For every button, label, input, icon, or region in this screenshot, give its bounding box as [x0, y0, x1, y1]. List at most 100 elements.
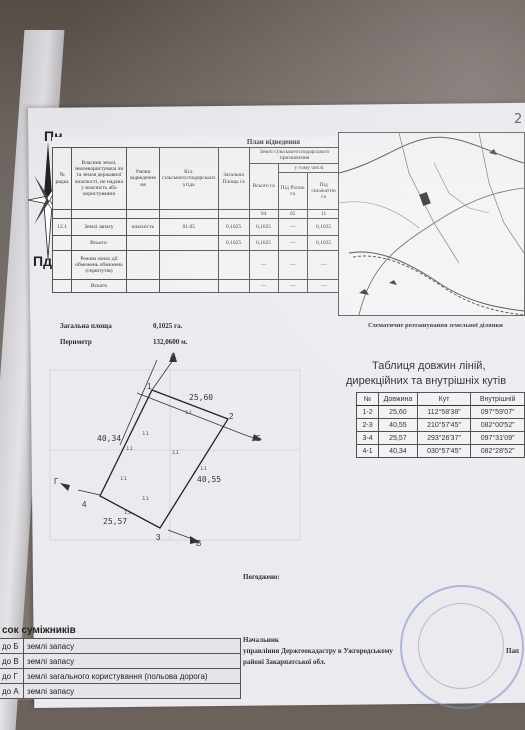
plan-row-name: Всього:: [71, 235, 127, 252]
coord-header: Внутрішній: [470, 392, 525, 406]
plan-row-all: 0,1025: [248, 235, 279, 252]
plan-header-kind: Власник землі, землекористувача чи та зе…: [71, 147, 127, 210]
side-length-1-2: 25,60: [189, 393, 214, 402]
coord-cell: 1-2: [355, 405, 380, 419]
neighbor-owner: землі загального користування (польова д…: [23, 668, 241, 684]
plan-row-ownership: [126, 235, 160, 252]
coord-header: Кут: [416, 392, 472, 406]
direction-letter-b: Б: [256, 434, 262, 443]
coord-cell: 4-1: [355, 444, 380, 458]
plan-header-all-area: Всього га: [248, 162, 279, 210]
plan-row-area: 0,1025: [217, 218, 250, 237]
plan-row-name: Всього: [71, 279, 127, 294]
coord-table: № Довжина Кут Внутрішній 1-2 25,60 112°5…: [355, 392, 525, 458]
coord-cell: 25,57: [378, 431, 418, 445]
plan-row-v2: —: [306, 279, 341, 294]
plan-header-pasture: Під сіножаттю га: [306, 171, 341, 210]
plot-point-1: 1: [147, 382, 152, 391]
svg-text:ıı: ıı: [185, 409, 193, 416]
coord-cell: 210°57'45": [416, 418, 472, 432]
signature-region: районі Закарпатської обл.: [243, 658, 326, 666]
plan-header-agri: Землі сільськогосподарського призначення: [248, 147, 341, 164]
plan-row-count: [159, 279, 219, 294]
plan-row-num: [52, 235, 72, 252]
plan-row-count: [159, 250, 219, 281]
coord-cell: 293°26'37": [416, 431, 472, 445]
coord-cell: 40,34: [378, 444, 418, 458]
side-length-3-4: 25,57: [103, 517, 128, 526]
coord-header: Довжина: [378, 392, 418, 406]
plan-row-all: —: [248, 250, 279, 281]
neighbor-direction: до Г: [0, 668, 24, 684]
map-caption: Схематичне розташування земельної ділянк…: [368, 322, 503, 329]
plan-table-title: План відведення: [52, 137, 341, 149]
official-stamp-inner: [418, 603, 504, 689]
coord-cell: 082°00'52": [470, 418, 525, 432]
direction-letter-v: В: [196, 539, 202, 548]
coord-cell: 25,60: [378, 405, 418, 419]
svg-text:ıı: ıı: [142, 430, 150, 437]
svg-text:ıı: ıı: [172, 449, 180, 456]
svg-text:ıı: ıı: [142, 495, 150, 502]
plan-code-b: 05: [277, 208, 308, 220]
coord-cell: 097°59'07": [470, 405, 525, 419]
plan-row-ownership: [126, 250, 160, 281]
plan-table: План відведення № рядка Власник землі, з…: [52, 137, 341, 294]
signature-title: Начальник: [243, 636, 279, 644]
plan-header-conditions: Умови відведення ня: [126, 147, 160, 210]
plan-row-v1: —: [277, 250, 308, 281]
svg-text:ıı: ıı: [200, 465, 208, 472]
plan-row-area: [217, 250, 250, 281]
plan-row-area: 0,1025: [217, 235, 250, 252]
plan-row-v2: 0,1025: [306, 218, 341, 237]
coord-table-title-2: дирекційних та внутрішніх кутів: [346, 375, 507, 387]
schematic-map: [338, 132, 525, 316]
coord-cell: 40,55: [378, 418, 418, 432]
plan-row-v2: 0,1025: [306, 235, 341, 252]
plan-header-incl: у тому числі: [277, 162, 341, 174]
coord-cell: 082°28'52": [470, 444, 525, 458]
svg-text:ıı: ıı: [124, 509, 132, 516]
plan-row-name: Землі запасу: [71, 218, 127, 237]
plan-row-v1: —: [277, 279, 308, 294]
area-value: 0,1025 га.: [153, 322, 183, 330]
side-length-2-3: 40,55: [197, 475, 222, 484]
coord-cell: 112°58'38": [416, 405, 472, 419]
plan-row-num: [52, 279, 72, 294]
neighbor-direction: до А: [0, 683, 24, 699]
coord-table-title-1: Таблиця довжин ліній,: [372, 360, 486, 372]
plan-row-ownership: власність: [126, 218, 160, 237]
plan-code-c: 11: [306, 208, 341, 220]
plan-code-a: 04: [248, 208, 279, 220]
coord-header: №: [355, 392, 380, 406]
plan-row-count: 01.05: [159, 218, 219, 237]
plan-row-count: [159, 235, 219, 252]
plot-drawing: ıı ıı ıı ıı ıı ıı ıı ıı: [49, 352, 301, 544]
plan-row-v2: —: [306, 250, 341, 281]
map-drawing-icon: [338, 132, 525, 316]
plot-point-3: 3: [156, 533, 161, 542]
neighbor-owner: землі запасу: [23, 638, 241, 654]
plan-row-num: [52, 250, 72, 281]
neighbors-table: до Б землі запасу до В землі запасу до Г…: [0, 638, 241, 699]
plan-row-name: Режим зонах дії обмежень обмежень (серві…: [71, 250, 127, 281]
neighbor-owner: землі запасу: [23, 653, 241, 669]
plan-row-area: [217, 279, 250, 294]
svg-text:ıı: ıı: [126, 445, 134, 452]
perimeter-label: Периметр: [60, 338, 92, 346]
plan-header-rillya: Під Ріллю га: [277, 171, 308, 210]
compass-south-label: Пд: [33, 253, 52, 269]
plan-row-all: 0,1025: [248, 218, 279, 237]
perimeter-value: 132,0600 м.: [153, 338, 188, 346]
plan-row-v1: —: [277, 235, 308, 252]
plan-row-ownership: [126, 279, 160, 294]
signature-office: управління Держгеокадастру в Ужгородсько…: [243, 647, 393, 655]
plot-point-2: 2: [229, 412, 234, 421]
direction-letter-a: А: [170, 352, 176, 361]
direction-letter-g: Г: [54, 477, 59, 486]
area-label: Загальна площа: [60, 322, 112, 330]
plan-header-total-area: Загальна Площа га: [217, 147, 250, 210]
coord-cell: 2-3: [355, 418, 380, 432]
plan-header-num: № рядка: [52, 147, 72, 210]
neighbor-direction: до В: [0, 653, 24, 669]
